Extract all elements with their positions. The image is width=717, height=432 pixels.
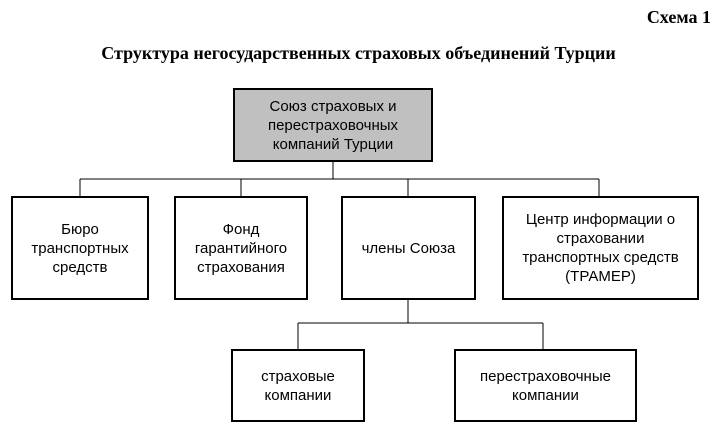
node-vehicle-bureau: Бюро транспортных средств — [11, 196, 149, 300]
node-insurance-companies: страховые компании — [231, 349, 365, 422]
scheme-label: Схема 1 — [646, 7, 711, 27]
node-tramer: Центр информации о страховании транспорт… — [502, 196, 699, 300]
diagram-title: Структура негосударственных страховых об… — [101, 43, 616, 63]
node-union: Союз страховых и перестраховочных компан… — [233, 88, 433, 162]
node-union-members: члены Союза — [341, 196, 476, 300]
node-guarantee-fund: Фонд гарантийного страхования — [174, 196, 308, 300]
node-reinsurance-companies: перестраховочные компании — [454, 349, 637, 422]
